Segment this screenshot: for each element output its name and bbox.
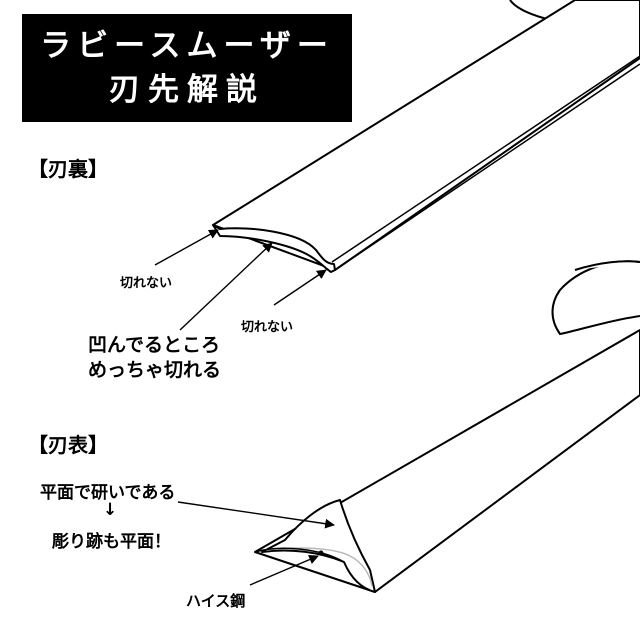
arrows (154, 229, 335, 586)
lower-blade-cutting-edge (254, 547, 345, 563)
flat-ground-label: 平面で研いである (40, 483, 176, 503)
upper-blade-body (212, 0, 640, 271)
cut-note-line2: めっちゃ切れる (88, 359, 222, 381)
title-line2: 刃先解説 (109, 72, 265, 108)
arrow-back-concave (179, 242, 273, 331)
arrow-front-bevel (177, 501, 335, 529)
cut-note-line1: 凹んでるところ (88, 334, 221, 356)
carve-mark-label: 彫り跡も平面！ (52, 532, 171, 552)
hss-steel-label: ハイス鋼 (186, 592, 246, 610)
lower-blade-body (254, 329, 640, 593)
upper-blade-concave-face (212, 224, 336, 273)
lower-handle-ring (551, 260, 640, 336)
upper-blade-back-edge (331, 55, 640, 271)
title-line1: ラビースムーザー (40, 28, 334, 64)
arrow-back-left-edge (154, 229, 219, 266)
arrow-back-right-edge (273, 269, 327, 306)
back-side-heading: 【刃裏】 (28, 157, 108, 181)
down-arrow-glyph: ↓ (103, 500, 118, 520)
back-edge-right-label: 切れない (241, 320, 294, 335)
front-side-heading: 【刃表】 (28, 433, 108, 457)
back-edge-left-label: 切れない (120, 276, 173, 291)
title-banner: ラビースムーザー 刃先解説 (22, 14, 352, 122)
lower-blade-bevel (261, 499, 376, 593)
arrow-front-steel (249, 554, 319, 586)
